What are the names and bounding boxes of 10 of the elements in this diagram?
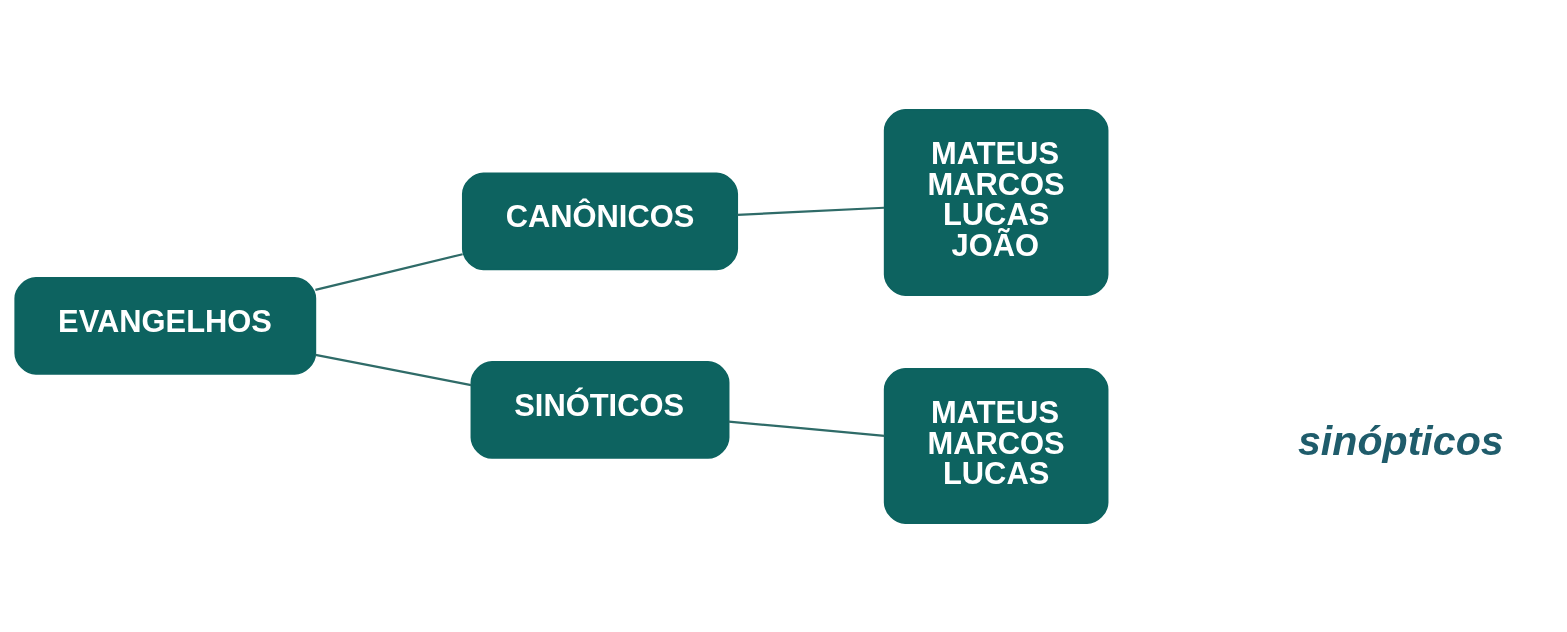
node-box: SINÓTICOS (470, 360, 730, 459)
node-box: CANÔNICOS (461, 171, 739, 270)
node-box: MATEUS MARCOS LUCAS JOÃO (883, 108, 1109, 296)
node-box: MATEUS MARCOS LUCAS (883, 367, 1109, 524)
connector (728, 420, 885, 437)
connector (737, 206, 885, 216)
connector (315, 252, 463, 291)
connector (315, 353, 472, 386)
label: sinópticos (1297, 417, 1504, 464)
node-box: EVANGELHOS (14, 276, 317, 375)
